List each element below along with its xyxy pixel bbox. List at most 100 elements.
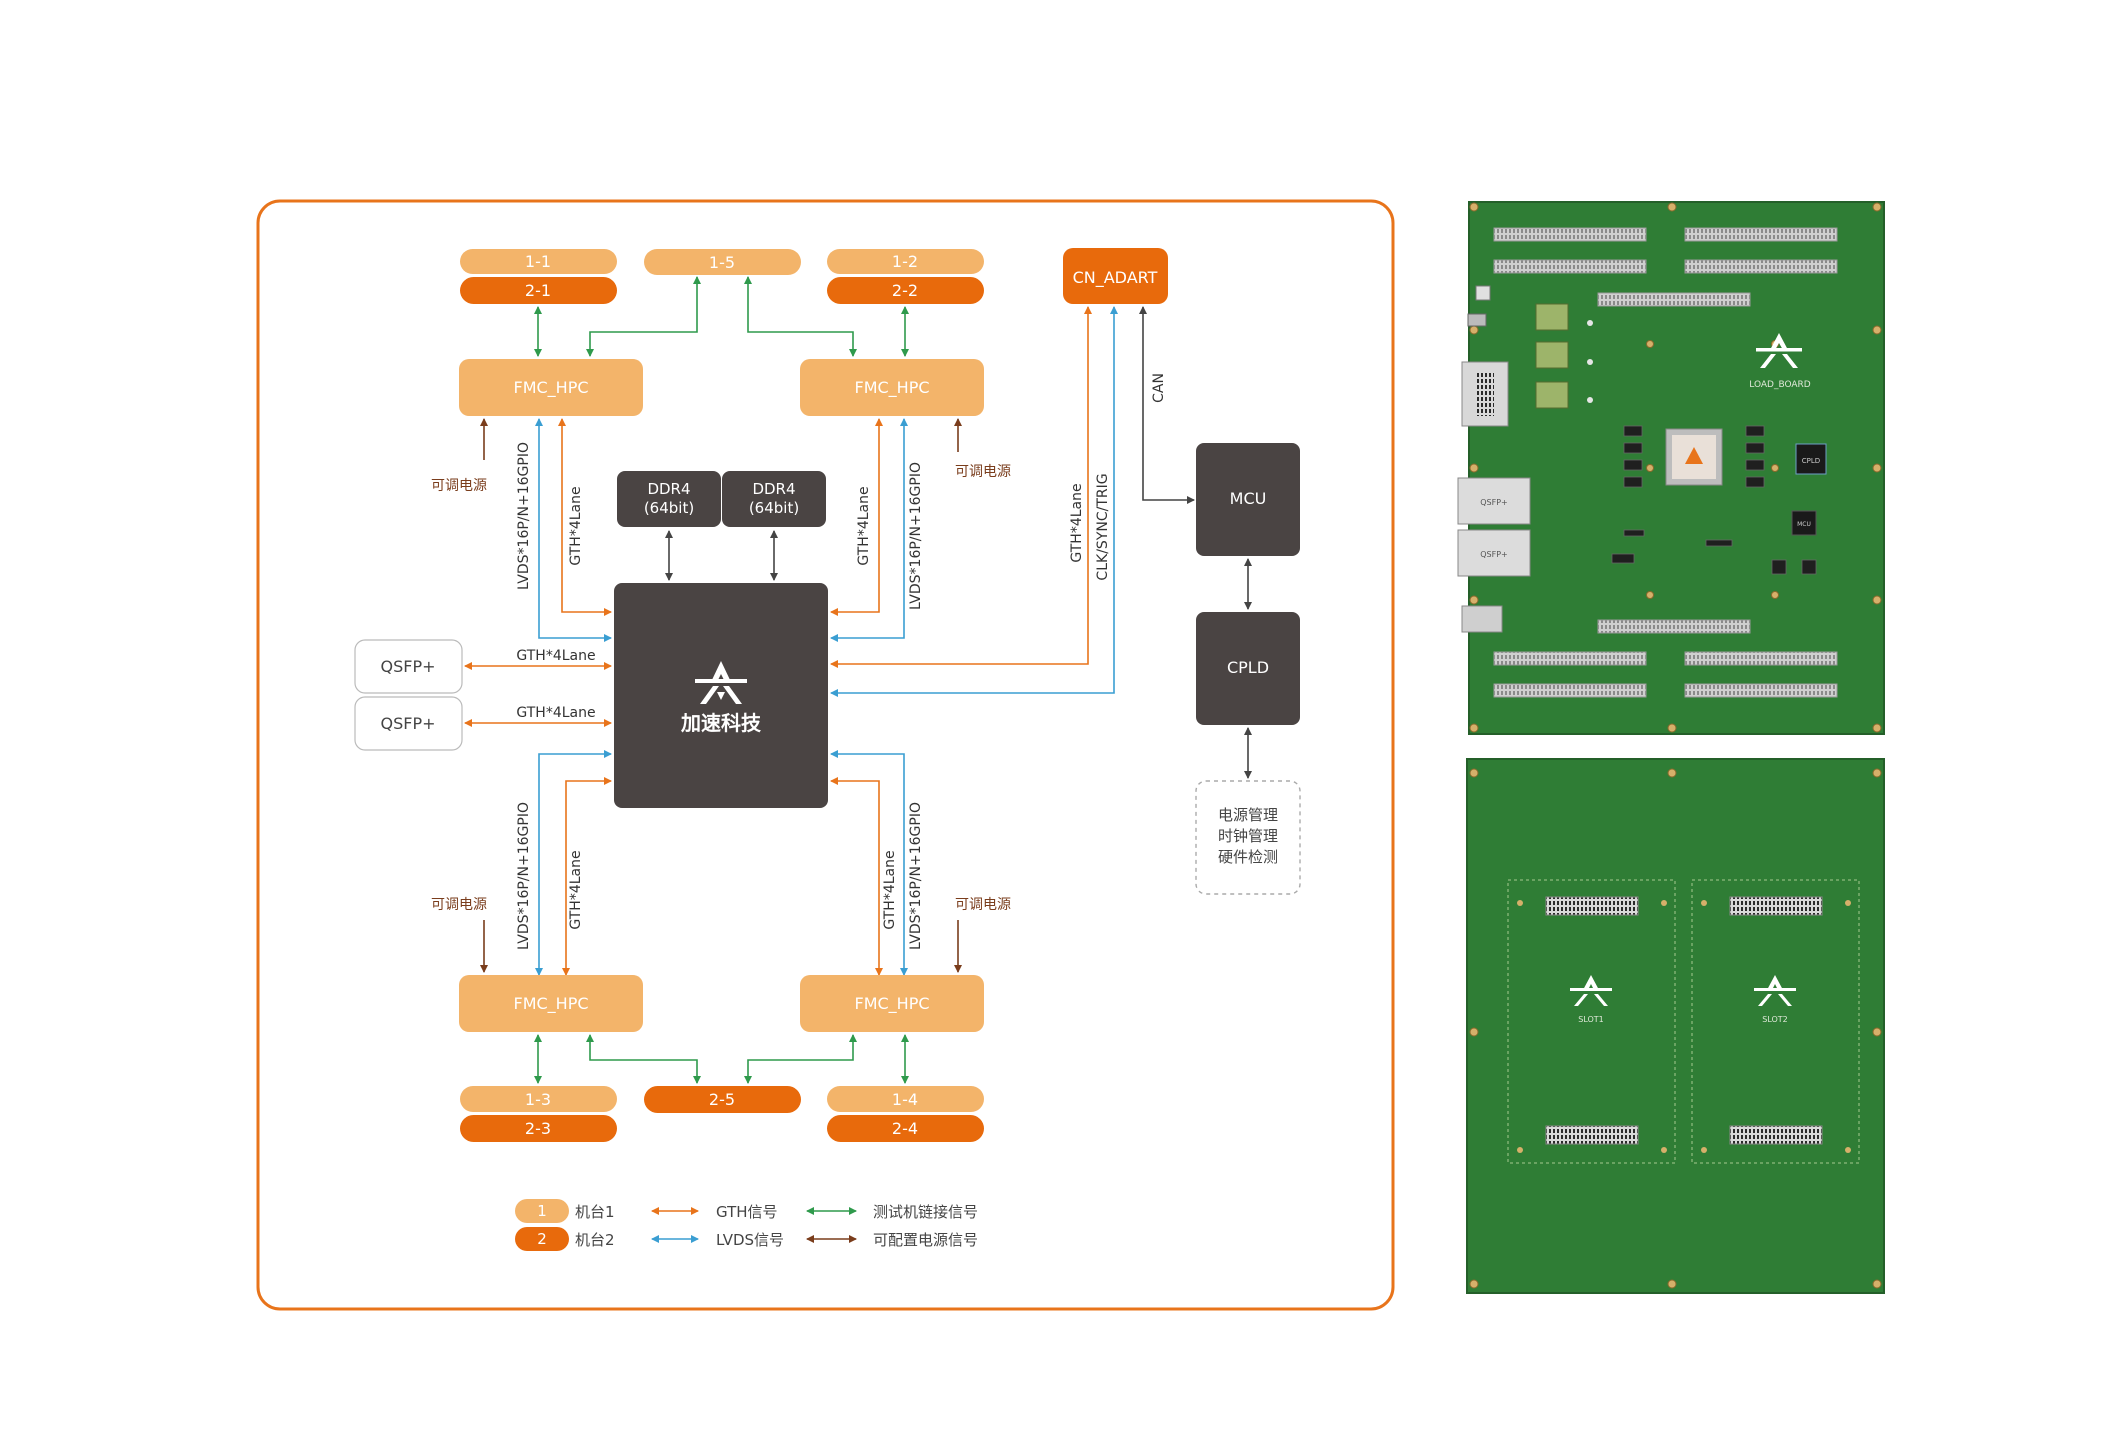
gth-link-top-left <box>558 418 612 616</box>
pcb-qsfp-b <box>1457 529 1531 577</box>
slot-group-1-4: 1-4 2-4 <box>827 1086 984 1142</box>
pcb-connector-10 <box>1684 683 1838 698</box>
pcb-slot1-label: SLOT1 <box>1578 1015 1604 1024</box>
slot-label-2-2: 2-2 <box>892 281 918 300</box>
legend-machine1-swatch <box>515 1199 569 1223</box>
pcb-connector-7 <box>1493 651 1647 666</box>
pcb-cpld-chip-label: CPLD <box>1802 457 1820 465</box>
legend-lvds-label: LVDS信号 <box>716 1231 784 1249</box>
gth-label-bottom-left: GTH*4Lane <box>568 850 584 929</box>
pcb-slot1-logo-icon <box>1570 975 1612 1006</box>
fmc-hpc-bottom-left-label: FMC_HPC <box>513 994 588 1014</box>
pcb-connector-9 <box>1493 683 1647 698</box>
pcb-slot2-logo-icon <box>1754 975 1796 1006</box>
mcu-block <box>1196 443 1300 556</box>
slot-pill-1-1 <box>460 249 617 274</box>
pcb-board-label: LOAD_BOARD <box>1749 380 1811 390</box>
pcb-connector-2 <box>1684 227 1838 242</box>
pcb-mcu-chip <box>1791 510 1817 536</box>
mgmt-block <box>1195 780 1301 895</box>
slot-group-1-5: 1-5 <box>644 249 801 275</box>
can-link <box>1139 306 1195 504</box>
slot-pill-2-3 <box>460 1115 617 1142</box>
lvds-label-top-right: LVDS*16P/N+16GPIO <box>908 462 924 610</box>
pcb-slot2-outline <box>1691 879 1860 1164</box>
pcb-mcu-chip-label: MCU <box>1797 521 1811 528</box>
cn-adart-label: CN_ADART <box>1073 268 1158 288</box>
qsfp-block-2 <box>354 696 463 751</box>
slot-label-1-1: 1-1 <box>525 252 551 271</box>
legend-machine2-swatch <box>515 1227 569 1251</box>
qsfp-block-1 <box>354 639 463 694</box>
mcu-label: MCU <box>1230 489 1267 508</box>
ddr4-left-sub: (64bit) <box>644 499 694 517</box>
legend: 1 机台1 2 机台2 GTH信号 LVDS信号 测试机链接信号 可配置电源信号 <box>515 1199 978 1251</box>
pcb-connector-8 <box>1684 651 1838 666</box>
pcb-qsfp-a <box>1457 477 1531 525</box>
lvds-label-bottom-right: LVDS*16P/N+16GPIO <box>908 802 924 950</box>
qsfp-label-1: QSFP+ <box>380 657 435 676</box>
legend-machine2-num: 2 <box>537 1230 547 1248</box>
gth-label-top-left: GTH*4Lane <box>568 486 584 565</box>
cpld-block <box>1196 612 1300 725</box>
slot-pill-2-2 <box>827 277 984 304</box>
pcb-qsfp-a-label: QSFP+ <box>1480 498 1508 507</box>
slot-pill-1-2 <box>827 249 984 274</box>
pcb-slot1-outline <box>1507 879 1676 1164</box>
cpld-label: CPLD <box>1227 658 1269 677</box>
clk-link-cn-adart <box>830 306 1118 697</box>
legend-test-label: 测试机链接信号 <box>873 1203 978 1221</box>
pcb-connector-1 <box>1493 227 1647 242</box>
pcb-connector-3 <box>1493 259 1647 274</box>
slot-label-2-4: 2-4 <box>892 1119 918 1138</box>
mgmt-line-clock: 时钟管理 <box>1218 827 1278 845</box>
test-link-bottom-mid-left <box>586 1034 701 1084</box>
fpga-logo-icon <box>695 661 747 704</box>
slot-pill-1-4 <box>827 1086 984 1112</box>
fmc-hpc-bottom-right <box>800 975 984 1032</box>
gth-link-bottom-right <box>830 777 883 976</box>
pcb-connector-4 <box>1684 259 1838 274</box>
power-label-bottom-left: 可调电源 <box>431 897 487 913</box>
gth-label-qsfp-1: GTH*4Lane <box>516 648 595 664</box>
ddr4-right-sub: (64bit) <box>749 499 799 517</box>
fmc-hpc-bottom-left <box>459 975 643 1032</box>
slot-label-2-5: 2-5 <box>709 1090 735 1109</box>
lvds-link-bottom-right <box>830 750 908 976</box>
gth-label-qsfp-2: GTH*4Lane <box>516 705 595 721</box>
pcb-connector-5 <box>1597 292 1751 307</box>
lvds-label-bottom-left: LVDS*16P/N+16GPIO <box>516 802 532 950</box>
legend-gth-label: GTH信号 <box>716 1203 778 1221</box>
slot-board-pcb: SLOT1 SLOT2 <box>1466 758 1885 1294</box>
ddr4-block-right <box>722 471 826 527</box>
slot-label-1-4: 1-4 <box>892 1090 918 1109</box>
pcb-slot1-bottom-connector <box>1545 1125 1639 1145</box>
test-link-top-mid-left <box>586 276 701 357</box>
legend-power-label: 可配置电源信号 <box>873 1231 978 1249</box>
slot-label-1-5: 1-5 <box>709 253 735 272</box>
lvds-link-top-left <box>535 418 612 642</box>
cn-adart-block <box>1063 248 1168 304</box>
pcb-qsfp-b-label: QSFP+ <box>1480 550 1508 559</box>
slot-group-2-5: 2-5 <box>644 1086 801 1113</box>
pcb-slot2-label: SLOT2 <box>1762 1015 1788 1024</box>
pcb-slot1-top-connector <box>1545 896 1639 916</box>
ddr4-block-left <box>617 471 721 527</box>
pcb-logo-icon <box>1756 333 1802 368</box>
gth-label-bottom-right: GTH*4Lane <box>882 850 898 929</box>
load-board-pcb: QSFP+ QSFP+ LOAD_BOARD CPLD MCU <box>1457 201 1885 735</box>
legend-machine1-num: 1 <box>537 1202 547 1220</box>
lvds-link-bottom-left <box>535 750 612 976</box>
legend-machine1-label: 机台1 <box>575 1203 615 1221</box>
slot-group-1-3: 1-3 2-3 <box>460 1086 617 1142</box>
slot-pill-2-4 <box>827 1115 984 1142</box>
slot-label-2-1: 2-1 <box>525 281 551 300</box>
ddr4-left-title: DDR4 <box>647 480 690 498</box>
legend-machine2-label: 机台2 <box>575 1231 615 1249</box>
fpga-brand-label: 加速科技 <box>680 711 762 735</box>
fmc-hpc-top-left <box>459 359 643 416</box>
fmc-hpc-top-left-label: FMC_HPC <box>513 378 588 398</box>
diagram-frame <box>256 199 1395 1311</box>
gth-label-top-right: GTH*4Lane <box>856 486 872 565</box>
